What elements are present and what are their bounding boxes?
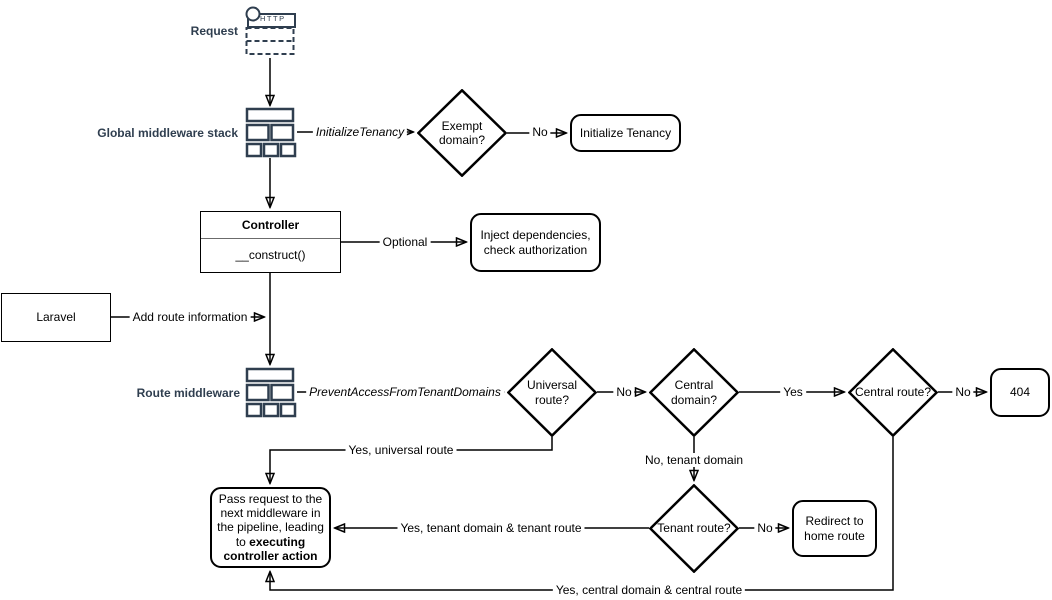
- edge-label-central-route-no: No: [952, 385, 974, 399]
- edge-label-tenant-no: No: [754, 521, 776, 535]
- decision-tenant-route: Tenant route?: [649, 484, 739, 573]
- inject-dependencies-label: Inject dependencies, check authorization: [480, 228, 591, 257]
- edge-label-prevent-access: PreventAccessFromTenantDomains: [306, 385, 504, 399]
- decision-central-domain: Central domain?: [649, 348, 739, 437]
- edge-label-yes-universal-route: Yes, universal route: [345, 443, 457, 457]
- edge-label-yes-tenant-domain-route: Yes, tenant domain & tenant route: [397, 521, 585, 535]
- not-found-node: 404: [990, 368, 1050, 417]
- decision-universal-route-label: Universal route?: [526, 378, 577, 407]
- decision-tenant-route-label: Tenant route?: [657, 521, 731, 536]
- decision-universal-route: Universal route?: [507, 348, 597, 437]
- edge-label-exempt-no: No: [529, 125, 551, 139]
- request-stage-label: Request: [190, 24, 238, 38]
- redirect-home-node: Redirect to home route: [792, 500, 877, 557]
- edge-label-initialize-tenancy: InitializeTenancy: [312, 125, 408, 139]
- controller-constructor: __construct(): [235, 248, 306, 263]
- decision-central-route-label: Central route?: [854, 385, 932, 400]
- decision-exempt-domain-label: Exempt domain?: [438, 118, 486, 147]
- decision-exempt-domain: Exempt domain?: [417, 89, 507, 177]
- edge-label-universal-no: No: [613, 385, 635, 399]
- edge-label-add-route-information: Add route information: [129, 310, 251, 324]
- edge-label-no-tenant-domain: No, tenant domain: [641, 453, 747, 467]
- laravel-label: Laravel: [36, 310, 76, 325]
- decision-central-domain-label: Central domain?: [670, 378, 718, 407]
- edge-label-yes-central-domain-route: Yes, central domain & central route: [552, 583, 746, 597]
- http-request-icon: HTTP: [245, 6, 297, 56]
- http-label: HTTP: [260, 14, 286, 23]
- redirect-home-label: Redirect to home route: [804, 514, 865, 543]
- edge-label-optional: Optional: [379, 235, 431, 249]
- route-middleware-stack-icon: [245, 367, 297, 418]
- laravel-node: Laravel: [1, 293, 111, 342]
- not-found-label: 404: [1009, 385, 1031, 400]
- inject-dependencies-node: Inject dependencies, check authorization: [470, 213, 601, 272]
- initialize-tenancy-node: Initialize Tenancy: [570, 114, 681, 152]
- initialize-tenancy-label: Initialize Tenancy: [579, 125, 672, 140]
- controller-title: Controller: [201, 212, 340, 239]
- route-middleware-stage-label: Route middleware: [136, 386, 240, 400]
- pass-request-bold-label: executing controller action: [223, 534, 318, 563]
- decision-central-route: Central route?: [848, 348, 938, 437]
- pass-request-node: Pass request to the next middleware in t…: [210, 487, 331, 568]
- pass-request-label: Pass request to the next middleware in t…: [217, 492, 324, 563]
- middleware-stack-icon: [245, 107, 297, 158]
- controller-node: Controller __construct(): [200, 211, 341, 273]
- global-middleware-stage-label: Global middleware stack: [97, 126, 238, 140]
- edge-label-central-domain-yes: Yes: [780, 385, 806, 399]
